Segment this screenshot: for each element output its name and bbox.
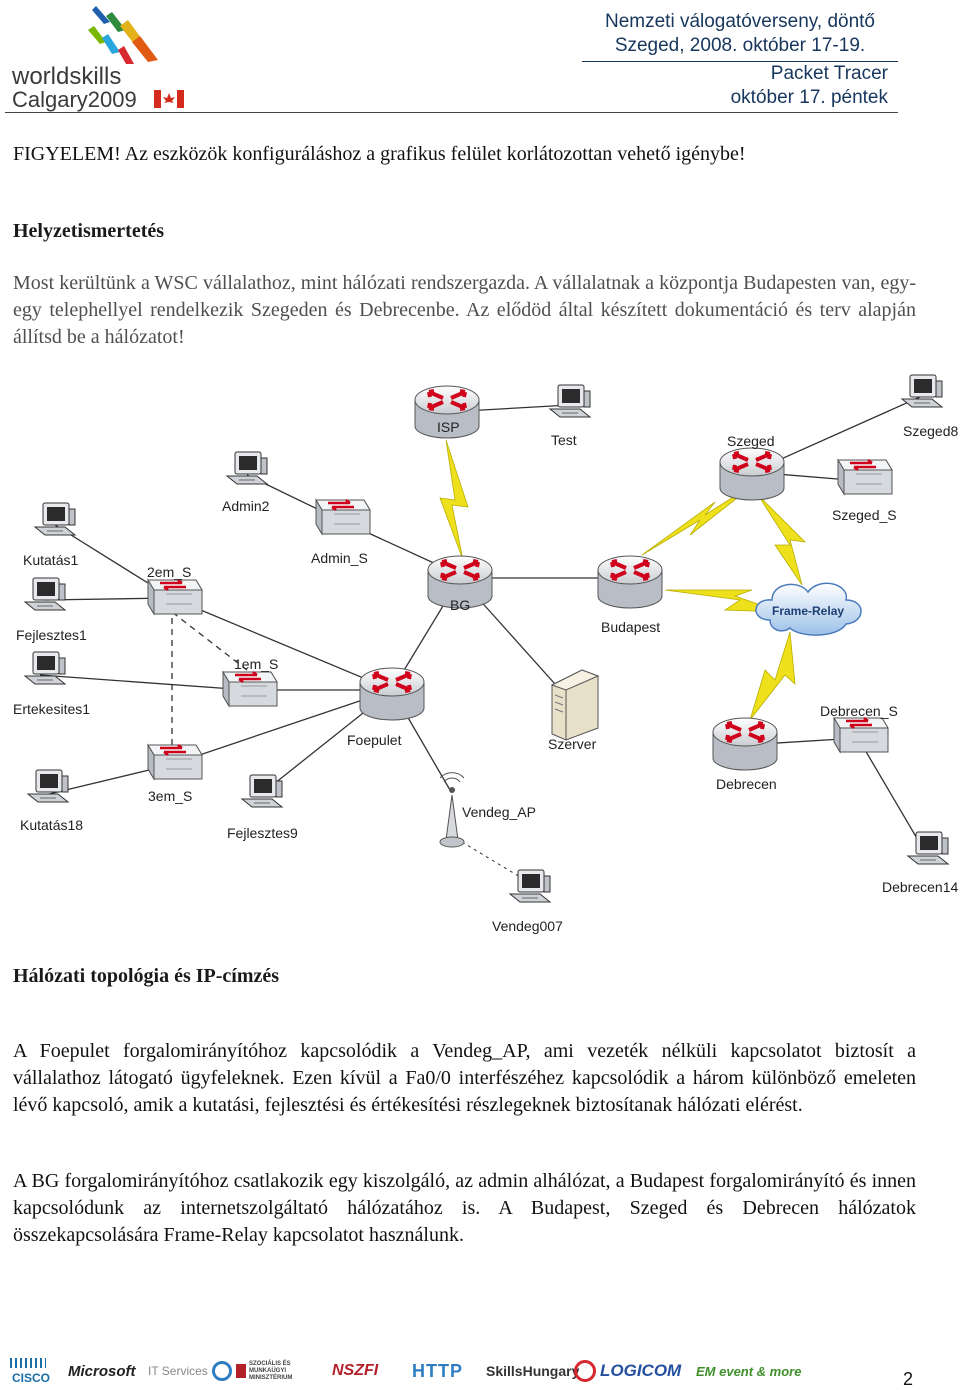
link-ap-vendeg007: [461, 841, 526, 881]
switch-3em_s[interactable]: [146, 743, 204, 781]
sponsor-ministry: SZOCIÁLIS ÉS MUNKAÜGYI MINISZTÉRIUM: [236, 1356, 328, 1386]
page-number: 2: [903, 1369, 914, 1389]
label-fejlesztes9: Fejlesztes9: [227, 825, 298, 841]
sponsor-event-more: EM event & more: [696, 1363, 802, 1379]
router-foepulet[interactable]: [358, 666, 426, 722]
stack-links: [171, 611, 248, 752]
header-divider: [5, 112, 898, 113]
label-debrecen_s: Debrecen_S: [820, 703, 898, 719]
sponsor-logicom: LOGICOM: [574, 1356, 681, 1386]
event-title: Nemzeti válogatóverseny, döntő: [604, 11, 876, 32]
ministry-crest-icon: [236, 1364, 246, 1378]
notice: FIGYELEM! Az eszközök konfiguráláshoz a …: [13, 143, 746, 165]
switch-debrecen_s[interactable]: [832, 716, 890, 754]
label-admin_s: Admin_S: [311, 550, 368, 566]
label-fejlesztes1: Fejlesztes1: [16, 627, 87, 643]
switch-1em_s[interactable]: [221, 670, 279, 708]
logo-text-2: Calgary2009: [12, 87, 137, 112]
switch-2em_s[interactable]: [146, 578, 204, 616]
label-vendeg007: Vendeg007: [492, 918, 563, 934]
label-kutatas1: Kutatás1: [23, 552, 78, 568]
label-foepulet: Foepulet: [347, 732, 402, 748]
pc-admin2[interactable]: [226, 451, 268, 485]
heading-topology: Hálózati topológia és IP-címzés: [13, 965, 280, 987]
router-debrecen[interactable]: [711, 716, 779, 772]
pc-fejlesztes1[interactable]: [24, 577, 66, 611]
label-admin2: Admin2: [222, 498, 270, 514]
link-debrecen_s-debrecen14: [857, 737, 926, 853]
label-szeged: Szeged: [727, 433, 774, 449]
canada-flag-icon: [154, 90, 184, 108]
event-date: Szeged, 2008. október 17-19.: [614, 35, 866, 56]
router-budapest[interactable]: [596, 554, 664, 610]
topology-paragraph-1: A Foepulet forgalomirányítóhoz kapcsolód…: [13, 1040, 916, 1116]
cisco-logo-icon: [10, 1358, 46, 1368]
frame-relay-cloud-icon: Frame-Relay: [755, 582, 862, 636]
day: október 17. péntek: [730, 87, 888, 108]
label-test: Test: [551, 432, 577, 448]
header-info: Nemzeti válogatóverseny, döntő Szeged, 2…: [582, 10, 898, 110]
label-kutatas18: Kutatás18: [20, 817, 83, 833]
frame-relay-label: Frame-Relay: [772, 604, 844, 618]
label-szerver: Szerver: [548, 736, 597, 752]
sponsor-nszfi: NSZFI: [332, 1362, 379, 1379]
label-debrecen14: Debrecen14: [882, 879, 958, 895]
sponsor-cisco: CISCO: [10, 1356, 50, 1386]
label-debrecen: Debrecen: [716, 776, 777, 792]
serial-szeged-frame: [757, 494, 807, 586]
pc-test[interactable]: [549, 384, 591, 418]
sponsor-skillshungary: SkillsHungary: [486, 1363, 580, 1379]
subject: Packet Tracer: [770, 63, 888, 84]
link-3em-foepulet: [169, 689, 393, 766]
logicom-logo-icon: [574, 1360, 596, 1382]
label-ertekesites1: Ertekesites1: [13, 701, 90, 717]
pc-ertekesites1[interactable]: [24, 651, 66, 685]
label-bg: BG: [450, 597, 470, 613]
topology-paragraph-2: A BG forgalomirányítóhoz csatlakozik egy…: [13, 1170, 916, 1246]
header-rule: [582, 61, 898, 62]
logo-text-1: worldskills: [11, 63, 121, 90]
label-budapest: Budapest: [601, 619, 660, 635]
situation-paragraph: Most kerültünk a WSC vállalathoz, mint h…: [13, 272, 916, 348]
it-services-logo-icon: [211, 1361, 232, 1381]
switch-admin_s[interactable]: [314, 498, 372, 536]
label-1em_s: 1em_S: [234, 656, 278, 672]
pc-kutatas1[interactable]: [34, 502, 76, 536]
router-szeged[interactable]: [718, 446, 786, 502]
label-szeged8: Szeged8: [903, 423, 958, 439]
link-ertekesites1-1em: [39, 674, 248, 691]
serial-links: [439, 439, 807, 721]
heading-situation: Helyzetismertetés: [13, 220, 165, 242]
label-3em_s: 3em_S: [148, 788, 192, 804]
pc-kutatas18[interactable]: [27, 769, 69, 803]
label-vendeg_ap: Vendeg_AP: [462, 804, 536, 820]
sponsor-http: HTTP: [412, 1360, 463, 1381]
worldskills-logo: worldskills Calgary2009: [11, 6, 184, 112]
sponsor-footer: CISCO Microsoft IT Services SZOCIÁLIS ÉS…: [10, 1356, 890, 1386]
pc-szeged8[interactable]: [901, 374, 943, 408]
logo-swoosh-icon: [88, 6, 158, 64]
label-szeged_s: Szeged_S: [832, 507, 897, 523]
sponsor-it-services: IT Services: [148, 1356, 232, 1386]
label-isp: ISP: [437, 419, 460, 435]
pc-debrecen14[interactable]: [907, 831, 949, 865]
link-2em-foepulet: [171, 597, 393, 691]
pc-fejlesztes9[interactable]: [241, 774, 283, 808]
serial-frame-debrecen: [749, 631, 796, 721]
sponsor-microsoft: Microsoft: [68, 1362, 136, 1380]
link-1em-2em-dashed: [171, 611, 248, 671]
network-topology-diagram: Frame-Relay ISP Szeged BG Budapest Foepu…: [13, 374, 958, 934]
label-2em_s: 2em_S: [147, 564, 191, 580]
access-point-icon[interactable]: [439, 772, 465, 848]
serial-isp-bg: [439, 439, 469, 561]
server-icon[interactable]: [550, 669, 600, 741]
wireless-link: [461, 841, 526, 881]
switch-szeged_s[interactable]: [836, 458, 894, 496]
